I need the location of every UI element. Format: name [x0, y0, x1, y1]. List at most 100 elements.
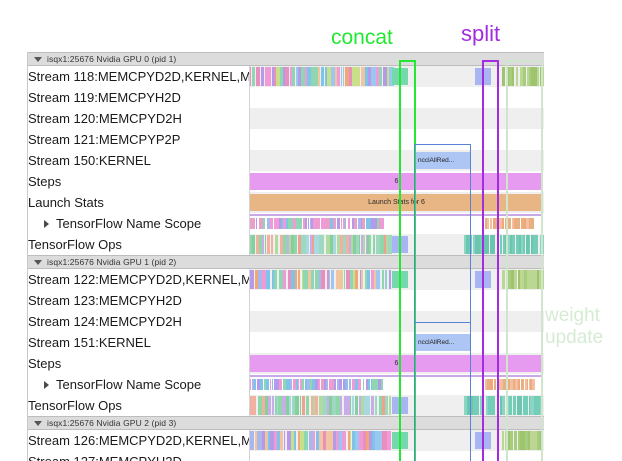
trace-row-track[interactable]	[250, 213, 544, 234]
trace-row-label[interactable]: Stream 123:MEMCPYH2D	[28, 290, 250, 311]
timeline-segment	[535, 235, 539, 254]
trace-row-label[interactable]: Steps	[28, 171, 250, 192]
trace-row-track[interactable]	[250, 395, 544, 416]
trace-row-label[interactable]: TensorFlow Ops	[28, 234, 250, 255]
concat-block[interactable]	[392, 432, 408, 449]
chevron-down-icon[interactable]	[34, 56, 42, 62]
trace-row-label[interactable]: Stream 122:MEMCPYD2D,KERNEL,MI	[28, 269, 250, 290]
timeline-segment	[263, 379, 267, 390]
trace-row-track[interactable]	[250, 234, 544, 255]
timeline-segment	[289, 396, 291, 415]
timeline-segment	[530, 396, 532, 415]
trace-row-label[interactable]: Stream 151:KERNEL	[28, 332, 250, 353]
concat-block[interactable]	[392, 68, 408, 85]
trace-row-label[interactable]: TensorFlow Name Scope	[28, 374, 250, 395]
trace-row-label[interactable]: Stream 119:MEMCPYH2D	[28, 87, 250, 108]
trace-row-label[interactable]: Steps	[28, 353, 250, 374]
timeline-segment	[502, 270, 506, 289]
timeline-segment	[288, 218, 290, 229]
trace-row-track[interactable]	[250, 311, 544, 332]
trace-row-track[interactable]: ncclAllRed...	[250, 150, 544, 171]
split-block[interactable]	[475, 271, 491, 288]
timeline-segment	[480, 235, 483, 254]
trace-row-track[interactable]	[250, 129, 544, 150]
trace-row-track[interactable]	[250, 430, 544, 451]
timeline-segment	[474, 235, 477, 254]
timeline-segment	[273, 218, 277, 229]
trace-row-track[interactable]: ncclAllRed...	[250, 332, 544, 353]
timeline-segment	[370, 379, 373, 390]
trace-row-track[interactable]: 6	[250, 353, 544, 374]
concat-op-block[interactable]	[392, 236, 408, 253]
trace-row-label[interactable]: Stream 118:MEMCPYD2D,KERNEL,ME	[28, 66, 250, 87]
timeline-segment	[323, 379, 327, 390]
trace-row-track[interactable]	[250, 451, 544, 461]
trace-row[interactable]: Stream 122:MEMCPYD2D,KERNEL,MI	[28, 269, 544, 290]
trace-row[interactable]: Stream 126:MEMCPYD2D,KERNEL,MI	[28, 430, 544, 451]
timeline-segment	[250, 396, 253, 415]
timeline-segment	[319, 270, 322, 289]
timeline-segment	[373, 218, 377, 229]
trace-row-label[interactable]: Launch Stats	[28, 192, 250, 213]
trace-row-label[interactable]: Stream 150:KERNEL	[28, 150, 250, 171]
chevron-down-icon[interactable]	[34, 259, 42, 265]
trace-row-track[interactable]	[250, 290, 544, 311]
trace-row-label[interactable]: Stream 126:MEMCPYD2D,KERNEL,MI	[28, 430, 250, 451]
trace-row[interactable]: TensorFlow Name Scope	[28, 374, 544, 395]
launch-stats-block[interactable]: Launch Stats for 6	[250, 194, 543, 211]
trace-group-header[interactable]: isqx1:25676 Nvidia GPU 1 (pid 2)	[28, 255, 544, 269]
nccl-allreduce-block[interactable]: ncclAllRed...	[415, 152, 471, 169]
trace-row[interactable]: Stream 151:KERNEL ncclAllRed...	[28, 332, 544, 353]
trace-row-label[interactable]: TensorFlow Name Scope	[28, 213, 250, 234]
chevron-down-icon[interactable]	[34, 420, 42, 426]
chevron-right-icon[interactable]	[44, 380, 49, 389]
trace-group-header[interactable]: isqx1:25676 Nvidia GPU 0 (pid 1)	[28, 52, 544, 66]
concat-block[interactable]	[392, 271, 408, 288]
trace-row[interactable]: Stream 150:KERNEL ncclAllRed...	[28, 150, 544, 171]
trace-row[interactable]: Stream 120:MEMCPYD2H	[28, 108, 544, 129]
trace-row[interactable]: TensorFlow Ops	[28, 395, 544, 416]
trace-row[interactable]: Stream 127:MEMCPYH2D	[28, 451, 544, 461]
trace-row-track[interactable]: Launch Stats for 6	[250, 192, 544, 213]
trace-row-track[interactable]	[250, 108, 544, 129]
trace-row-track[interactable]	[250, 87, 544, 108]
timeline-segment	[333, 218, 336, 229]
trace-row[interactable]: Stream 121:MEMCPYP2P	[28, 129, 544, 150]
trace-row[interactable]: Stream 124:MEMCPYD2H	[28, 311, 544, 332]
trace-row[interactable]: Stream 118:MEMCPYD2D,KERNEL,ME	[28, 66, 544, 87]
trace-row-label[interactable]: Stream 124:MEMCPYD2H	[28, 311, 250, 332]
chevron-right-icon[interactable]	[44, 219, 49, 228]
trace-row-track[interactable]	[250, 66, 544, 87]
trace-row-label[interactable]: Stream 120:MEMCPYD2H	[28, 108, 250, 129]
timeline-segment	[268, 67, 272, 86]
trace-group-header[interactable]: isqx1:25676 Nvidia GPU 2 (pid 3)	[28, 416, 544, 430]
trace-row-label[interactable]: Stream 121:MEMCPYP2P	[28, 129, 250, 150]
split-block[interactable]	[475, 68, 491, 85]
trace-row[interactable]: TensorFlow Name Scope	[28, 213, 544, 234]
nccl-allreduce-block[interactable]: ncclAllRed...	[415, 334, 471, 351]
timeline-segment	[277, 431, 281, 450]
trace-row[interactable]: Stream 119:MEMCPYH2D	[28, 87, 544, 108]
trace-row-label[interactable]: Stream 127:MEMCPYH2D	[28, 451, 250, 461]
steps-block[interactable]: 6	[250, 173, 543, 190]
timeline-segment	[335, 431, 338, 450]
split-block[interactable]	[475, 432, 491, 449]
trace-row-track[interactable]	[250, 374, 544, 395]
timeline-segment	[292, 379, 295, 390]
trace-row[interactable]: TensorFlow Ops	[28, 234, 544, 255]
timeline-segment	[305, 379, 308, 390]
concat-op-block[interactable]	[392, 397, 408, 414]
timeline-segment	[292, 67, 296, 86]
trace-row[interactable]: Stream 123:MEMCPYH2D	[28, 290, 544, 311]
trace-row-label-text: TensorFlow Name Scope	[56, 377, 202, 392]
steps-block[interactable]: 6	[250, 355, 543, 372]
trace-row-track[interactable]: 6	[250, 171, 544, 192]
timeline-segment	[313, 396, 315, 415]
timeline-segment	[279, 218, 281, 229]
trace-row-label[interactable]: TensorFlow Ops	[28, 395, 250, 416]
trace-row-track[interactable]	[250, 269, 544, 290]
trace-viewer[interactable]: isqx1:25676 Nvidia GPU 0 (pid 1)Stream 1…	[27, 52, 544, 461]
